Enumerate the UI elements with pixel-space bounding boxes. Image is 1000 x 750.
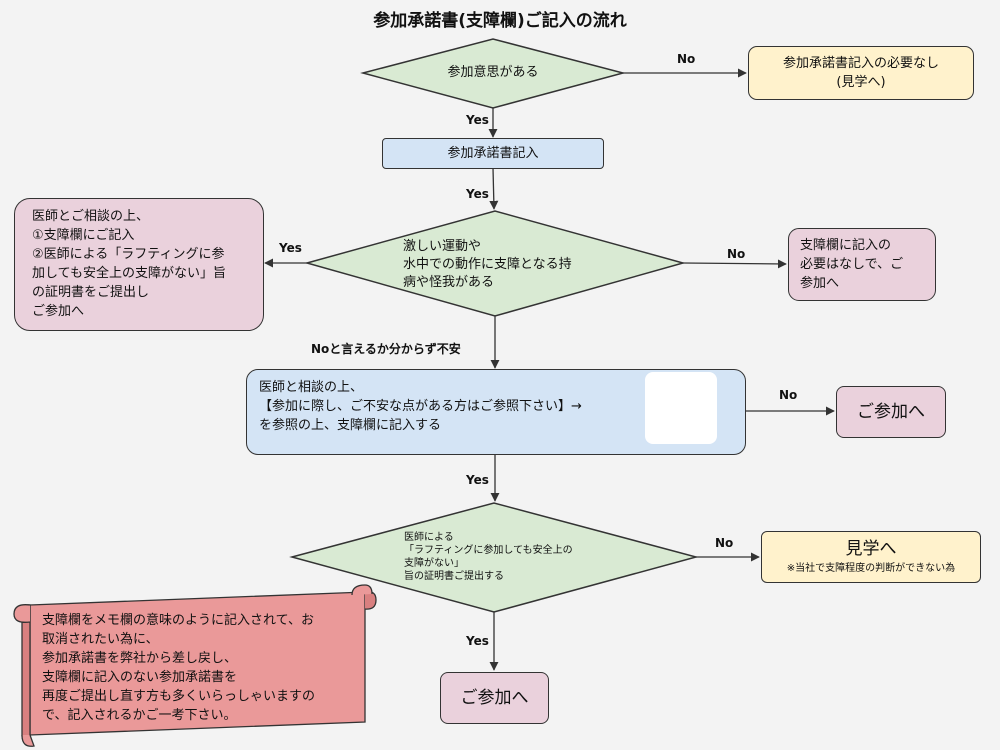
certificate-line: 「ラフティングに参加しても安全上の	[404, 545, 573, 556]
label-certificate-no: No	[715, 536, 734, 550]
observe-box: 見学へ ※当社で支障程度の判断ができない為	[761, 531, 981, 583]
consult2-line: 医師と相談の上、	[259, 380, 364, 395]
consult-line: ①支障欄にご記入	[32, 228, 135, 243]
fill-form-box: 参加承諾書記入	[382, 138, 604, 169]
note-line: 支障欄に記入のない参加承諾書を	[42, 670, 238, 685]
certificate-line: 旨の証明書ご提出する	[404, 571, 504, 582]
label-fill-yes: Yes	[466, 187, 489, 201]
no-issue-line: 支障欄に記入の	[800, 238, 892, 253]
no-need-text-2: (見学へ)	[836, 75, 886, 90]
participate-box-bottom: ご参加へ	[440, 672, 549, 724]
no-issue-box: 支障欄に記入の 必要はなしで、ご 参加へ	[788, 228, 936, 301]
certificate-line: 医師による	[404, 532, 454, 543]
no-issue-line: 必要はなしで、ご	[800, 257, 904, 272]
consult-line: 医師とご相談の上、	[32, 209, 150, 224]
label-consult2-yes: Yes	[466, 473, 489, 487]
condition-line: 水中での動作に支障となる持	[403, 257, 572, 272]
condition-line: 病や怪我がある	[403, 275, 495, 290]
label-certificate-yes: Yes	[466, 634, 489, 648]
consult-line: ②医師による「ラフティングに参	[32, 247, 225, 262]
decision-participate-text: 参加意思がある	[447, 65, 539, 80]
consult-line: ご参加へ	[32, 304, 85, 319]
label-consult2-no: No	[779, 388, 798, 402]
page-title: 参加承諾書(支障欄)ご記入の流れ	[373, 11, 627, 31]
observe-text: 見学へ	[845, 539, 897, 559]
label-participate-yes: Yes	[466, 113, 489, 127]
decision-condition-text: 激しい運動や 水中での動作に支障となる持 病や怪我がある	[403, 238, 603, 292]
certificate-line: 支障がない」	[404, 558, 464, 569]
note-line: 取消されたい為に、	[42, 632, 159, 647]
note-line: 支障欄をメモ欄の意味のように記入されて、お	[42, 613, 314, 628]
decision-certificate-text: 医師による 「ラフティングに参加しても安全上の 支障がない」 旨の証明書ご提出す…	[404, 531, 604, 583]
label-participate-no: No	[677, 52, 696, 66]
note-text: 支障欄をメモ欄の意味のように記入されて、お 取消されたい為に、 参加承諾書を弊社…	[42, 611, 362, 725]
no-issue-line: 参加へ	[800, 276, 840, 291]
consult-line: 加しても安全上の支障がない」旨	[32, 266, 226, 281]
condition-line: 激しい運動や	[403, 239, 482, 254]
label-condition-yes: Yes	[279, 241, 302, 255]
note-scroll	[13, 584, 377, 747]
note-line: 再度ご提出し直す方も多くいらっしゃいますの	[42, 689, 316, 704]
edge-condition-no	[682, 259, 787, 269]
no-need-box: 参加承諾書記入の必要なし (見学へ)	[748, 46, 974, 100]
note-line: で、記入されるかご一考下さい。	[42, 708, 237, 723]
edge-fill-to-condition	[489, 167, 499, 210]
label-condition-no: No	[727, 247, 746, 261]
unsure-label: Noと言えるか分からず不安	[311, 342, 461, 356]
consult2-line: を参照の上、支障欄に記入する	[259, 418, 442, 433]
observe-note: ※当社で支障程度の判断ができない為	[786, 563, 956, 574]
note-line: 参加承諾書を弊社から差し戻し、	[42, 651, 238, 666]
consult-box: 医師とご相談の上、 ①支障欄にご記入 ②医師による「ラフティングに参 加しても安…	[14, 198, 264, 331]
consult-line: の証明書をご提出し	[32, 285, 150, 300]
consult2-line: 【参加に際し、ご不安な点がある方はご参照下さい】→	[259, 399, 582, 414]
participate-box-right: ご参加へ	[836, 386, 946, 438]
qr-code-background	[645, 372, 717, 444]
no-need-text-1: 参加承諾書記入の必要なし	[782, 56, 939, 71]
